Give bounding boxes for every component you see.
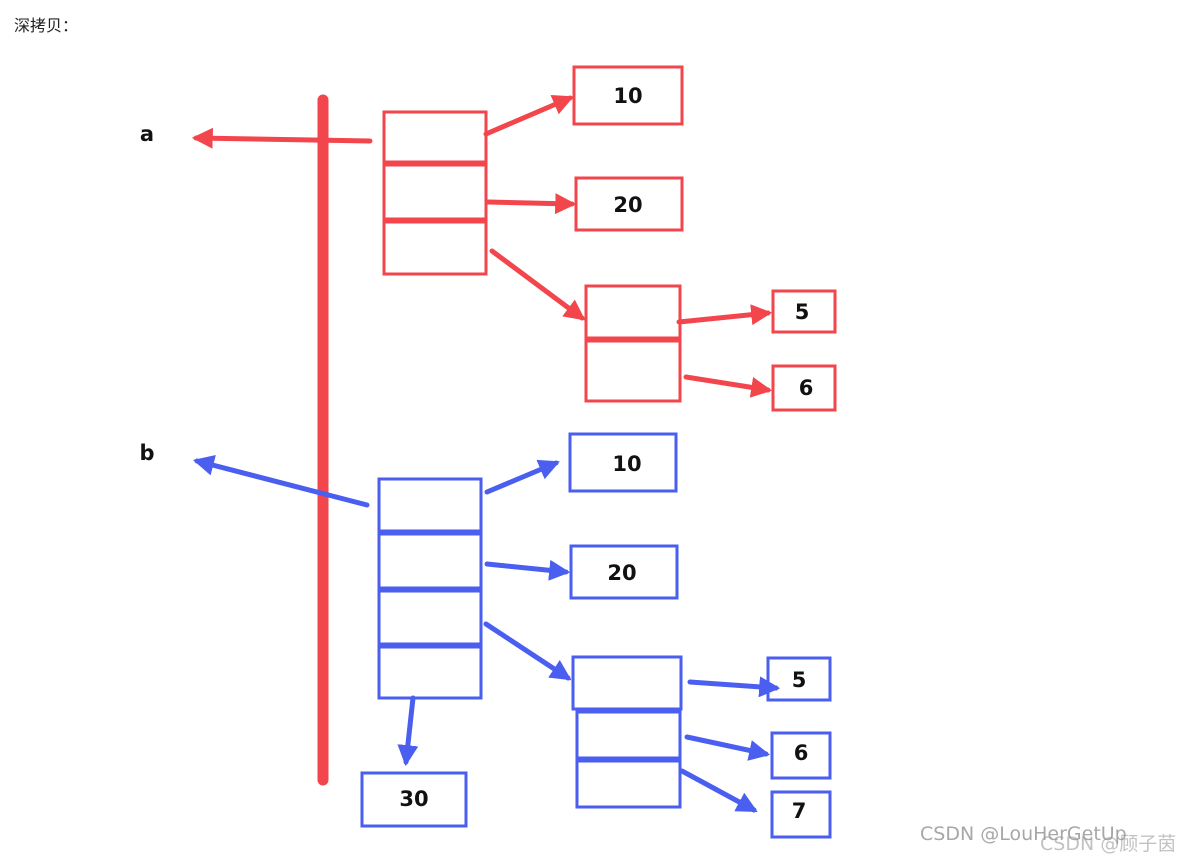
red-list-cell-3 [382,220,488,276]
red-arrow-to-20 [485,193,577,215]
red-value-5: 5 [795,300,810,324]
page-heading: 深拷贝： [14,18,79,35]
blue-value-box-10 [568,432,678,493]
red-value-10: 10 [613,84,642,108]
blue-value-6: 6 [794,741,809,765]
blue-list-cell-3 [377,589,483,646]
red-value-box-5 [771,289,837,334]
blue-arrow-to-b [192,455,370,508]
red-list-cell-1 [382,110,488,164]
red-arrow-to-5 [676,304,773,326]
blue-arrow-to-sublist [483,621,572,681]
blue-sublist-cell-1 [571,655,683,711]
blue-value-5: 5 [792,668,807,692]
blue-value-box-30 [360,771,468,828]
blue-value-7: 7 [792,799,807,823]
red-sublist-cell-1 [584,284,682,340]
blue-arrow-to-5 [687,676,781,698]
blue-arrows [192,455,781,813]
blue-arrow-to-10 [484,459,560,495]
blue-value-20: 20 [607,561,636,585]
red-structure [382,65,837,412]
blue-value-box-6 [770,731,832,780]
red-value-20: 20 [613,193,642,217]
red-arrow-to-sublist [489,248,586,321]
blue-value-box-7 [770,790,832,839]
red-value-box-10 [572,65,684,126]
watermark-secondary: CSDN @顾子茵 [1040,833,1176,855]
red-sublist-cell-2 [584,339,682,403]
blue-arrow-to-30 [397,695,419,767]
label-a: a [140,122,154,146]
red-value-box-6 [771,364,837,412]
red-arrow-to-6 [683,374,773,398]
blue-arrow-to-20 [484,559,571,581]
blue-arrow-to-7 [679,768,758,813]
blue-list-cell-4 [377,645,483,700]
watermark-primary: CSDN @LouHerGetUp [920,823,1127,845]
red-list-cell-2 [382,163,488,221]
blue-structure [360,432,832,839]
blue-sublist-cell-3 [575,759,682,809]
blue-value-10: 10 [612,452,641,476]
red-arrow-to-a [191,127,373,149]
blue-value-30: 30 [399,787,428,811]
blue-list-cell-1 [377,477,483,533]
label-b: b [139,441,154,465]
blue-value-box-20 [569,544,679,600]
red-value-6: 6 [799,376,814,400]
blue-sublist-cell-2 [575,710,682,760]
red-arrow-to-10 [483,94,574,137]
blue-arrow-to-6 [684,734,771,761]
red-arrows [191,94,773,398]
blue-list-cell-2 [377,532,483,590]
